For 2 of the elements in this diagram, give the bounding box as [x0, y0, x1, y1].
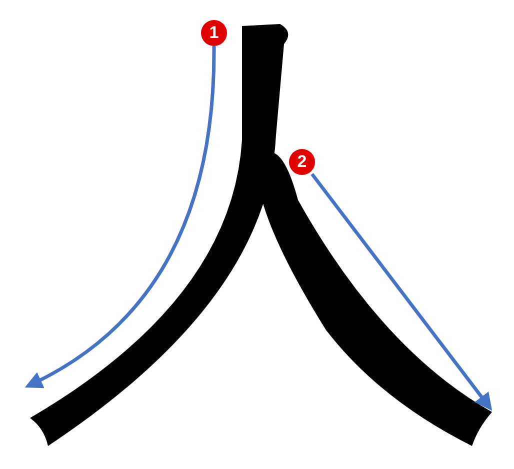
callout-number: 1 — [201, 20, 227, 46]
callout-number: 2 — [289, 149, 315, 175]
